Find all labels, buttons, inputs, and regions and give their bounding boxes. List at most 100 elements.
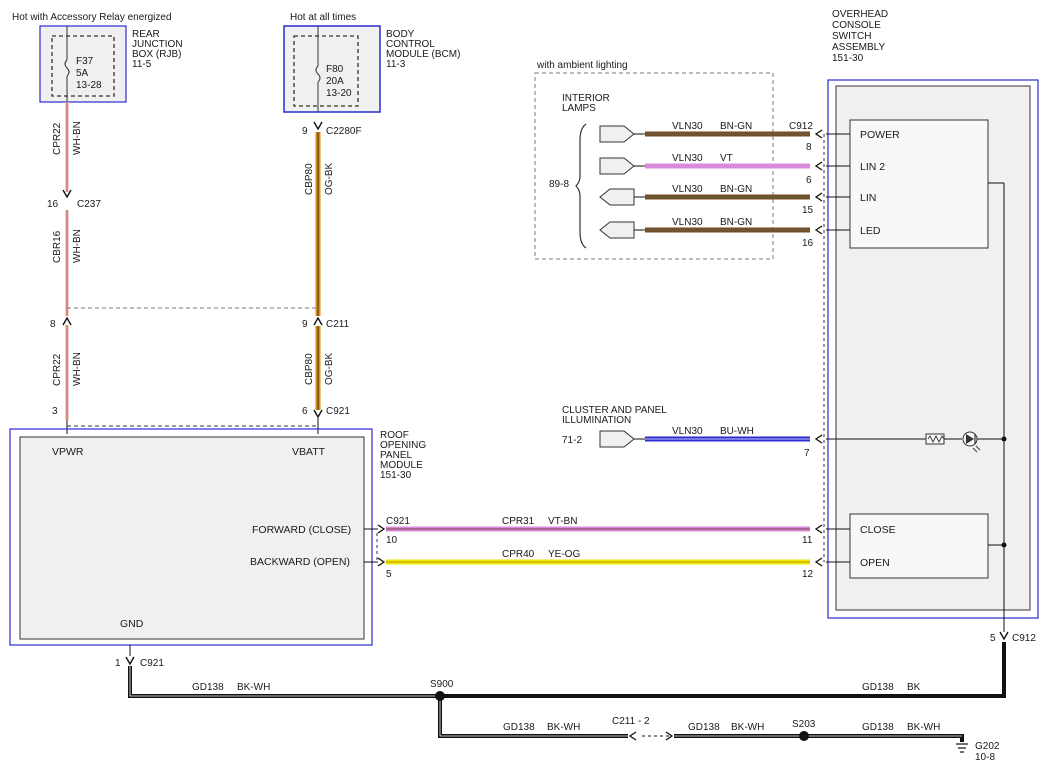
overhead-lin2-label: LIN 2 — [860, 161, 885, 173]
svg-text:GD138: GD138 — [192, 682, 224, 693]
rjb-name: REAR JUNCTION BOX (RJB) 11-5 — [132, 29, 183, 70]
svg-text:12: 12 — [802, 569, 814, 580]
svg-text:10: 10 — [386, 535, 398, 546]
ambient-label: with ambient lighting — [536, 60, 628, 71]
svg-text:1: 1 — [115, 658, 121, 669]
overhead-close-label: CLOSE — [860, 524, 896, 536]
splice-s203 — [799, 731, 809, 741]
ropm-vpwr-label: VPWR — [52, 446, 84, 458]
overhead-led-label: LED — [860, 225, 881, 237]
svg-text:CBP80: CBP80 — [304, 163, 315, 195]
lamp-wire-3 — [634, 192, 823, 202]
bcm-box: F80 20A 13-20 — [283, 25, 381, 113]
svg-text:VT: VT — [720, 153, 733, 164]
ground-wire-to-g202 — [438, 696, 964, 742]
svg-text:CPR40: CPR40 — [502, 549, 535, 560]
mid-wire-labels: 9 C2280F CBP80 OG-BK 9 C211 CBP80 OG-BK … — [302, 126, 362, 417]
cluster-ref: 71-2 — [562, 435, 582, 446]
svg-text:BN-GN: BN-GN — [720, 121, 752, 132]
svg-text:BK-WH: BK-WH — [237, 682, 270, 693]
svg-text:INTERIOR: INTERIOR — [562, 93, 610, 104]
svg-text:CBP80: CBP80 — [304, 353, 315, 385]
cluster-name: CLUSTER AND PANEL ILLUMINATION — [562, 405, 667, 426]
svg-text:ROOF: ROOF — [380, 430, 409, 441]
ropm-backward-label: BACKWARD (OPEN) — [250, 556, 350, 568]
svg-text:VLN30: VLN30 — [672, 184, 703, 195]
svg-text:C237: C237 — [77, 199, 101, 210]
svg-text:G202: G202 — [975, 741, 1000, 752]
cluster-wire-labels: VLN30 BU-WH 7 — [672, 426, 810, 459]
svg-text:BK-WH: BK-WH — [731, 722, 764, 733]
mid-wire — [313, 121, 323, 434]
lamp-connector-3 — [599, 188, 635, 206]
svg-text:CPR22: CPR22 — [52, 122, 63, 155]
svg-text:S900: S900 — [430, 679, 454, 690]
svg-text:JUNCTION: JUNCTION — [132, 39, 183, 50]
svg-text:CLUSTER AND PANEL: CLUSTER AND PANEL — [562, 405, 667, 416]
c912-label: C912 — [789, 121, 813, 132]
bcm-fuse-id: F80 — [326, 64, 344, 75]
bcm-name: BODY CONTROL MODULE (BCM) 11-3 — [386, 29, 460, 70]
svg-text:BK: BK — [907, 682, 921, 693]
svg-text:WH-BN: WH-BN — [72, 229, 83, 263]
lamp-wire-1 — [634, 129, 823, 139]
svg-text:WH-BN: WH-BN — [72, 121, 83, 155]
svg-text:GD138: GD138 — [862, 722, 894, 733]
svg-text:8: 8 — [806, 142, 812, 153]
svg-text:C211: C211 — [326, 319, 350, 330]
bcm-feed-label: Hot at all times — [290, 12, 356, 23]
svg-text:LAMPS: LAMPS — [562, 103, 596, 114]
svg-text:11-5: 11-5 — [132, 59, 152, 70]
bcm-fuse-ref: 13-20 — [326, 88, 352, 99]
svg-text:10-8: 10-8 — [975, 752, 995, 763]
svg-text:CONTROL: CONTROL — [386, 39, 435, 50]
svg-text:6: 6 — [806, 175, 812, 186]
svg-text:8: 8 — [50, 319, 56, 330]
svg-text:OPENING: OPENING — [380, 440, 426, 451]
svg-text:C2280F: C2280F — [326, 126, 362, 137]
svg-text:SWITCH: SWITCH — [832, 31, 871, 42]
rjb-fuse-rating: 5A — [76, 68, 89, 79]
lamp-connector-1 — [599, 125, 635, 143]
svg-text:BODY: BODY — [386, 29, 415, 40]
rjb-fuse-ref: 13-28 — [76, 80, 102, 91]
ground-labels: 1 C921 GD138 BK-WH S900 GD138 BK 5 C912 … — [115, 633, 1036, 763]
svg-text:VLN30: VLN30 — [672, 217, 703, 228]
svg-text:CBR16: CBR16 — [52, 230, 63, 263]
svg-text:REAR: REAR — [132, 29, 160, 40]
svg-text:OG-BK: OG-BK — [324, 352, 335, 385]
motor-wire-labels: C921 10 CPR31 VT-BN 11 5 CPR40 YE-OG 12 — [386, 516, 814, 580]
svg-text:6: 6 — [302, 406, 308, 417]
svg-text:BOX (RJB): BOX (RJB) — [132, 49, 181, 60]
lamp-wire-2 — [634, 161, 823, 171]
svg-text:C912: C912 — [1012, 633, 1036, 644]
overhead-open-label: OPEN — [860, 557, 890, 569]
cluster-wire — [634, 434, 823, 444]
svg-text:7: 7 — [804, 448, 810, 459]
svg-text:9: 9 — [302, 126, 308, 137]
svg-text:GD138: GD138 — [862, 682, 894, 693]
svg-text:16: 16 — [802, 238, 814, 249]
svg-text:GD138: GD138 — [688, 722, 720, 733]
svg-text:BU-WH: BU-WH — [720, 426, 754, 437]
svg-text:16: 16 — [47, 199, 59, 210]
overhead-internal-ground — [988, 182, 1007, 632]
svg-text:151-30: 151-30 — [380, 470, 412, 481]
lamp-wire-4 — [634, 225, 823, 235]
splice-s900 — [435, 691, 445, 701]
svg-text:MODULE: MODULE — [380, 460, 423, 471]
svg-text:VT-BN: VT-BN — [548, 516, 577, 527]
ropm-name: ROOF OPENING PANEL MODULE 151-30 — [380, 430, 426, 481]
svg-text:5: 5 — [990, 633, 996, 644]
svg-text:151-30: 151-30 — [832, 53, 864, 64]
svg-text:GD138: GD138 — [503, 722, 535, 733]
ropm-forward-label: FORWARD (CLOSE) — [252, 524, 351, 536]
overhead-name: OVERHEAD CONSOLE SWITCH ASSEMBLY 151-30 — [832, 9, 888, 64]
overhead-pin-stubs — [826, 133, 926, 563]
svg-text:CPR22: CPR22 — [52, 353, 63, 386]
svg-text:ASSEMBLY: ASSEMBLY — [832, 42, 885, 53]
svg-text:VLN30: VLN30 — [672, 121, 703, 132]
svg-text:WH-BN: WH-BN — [72, 352, 83, 386]
overhead-power-label: POWER — [860, 129, 900, 141]
